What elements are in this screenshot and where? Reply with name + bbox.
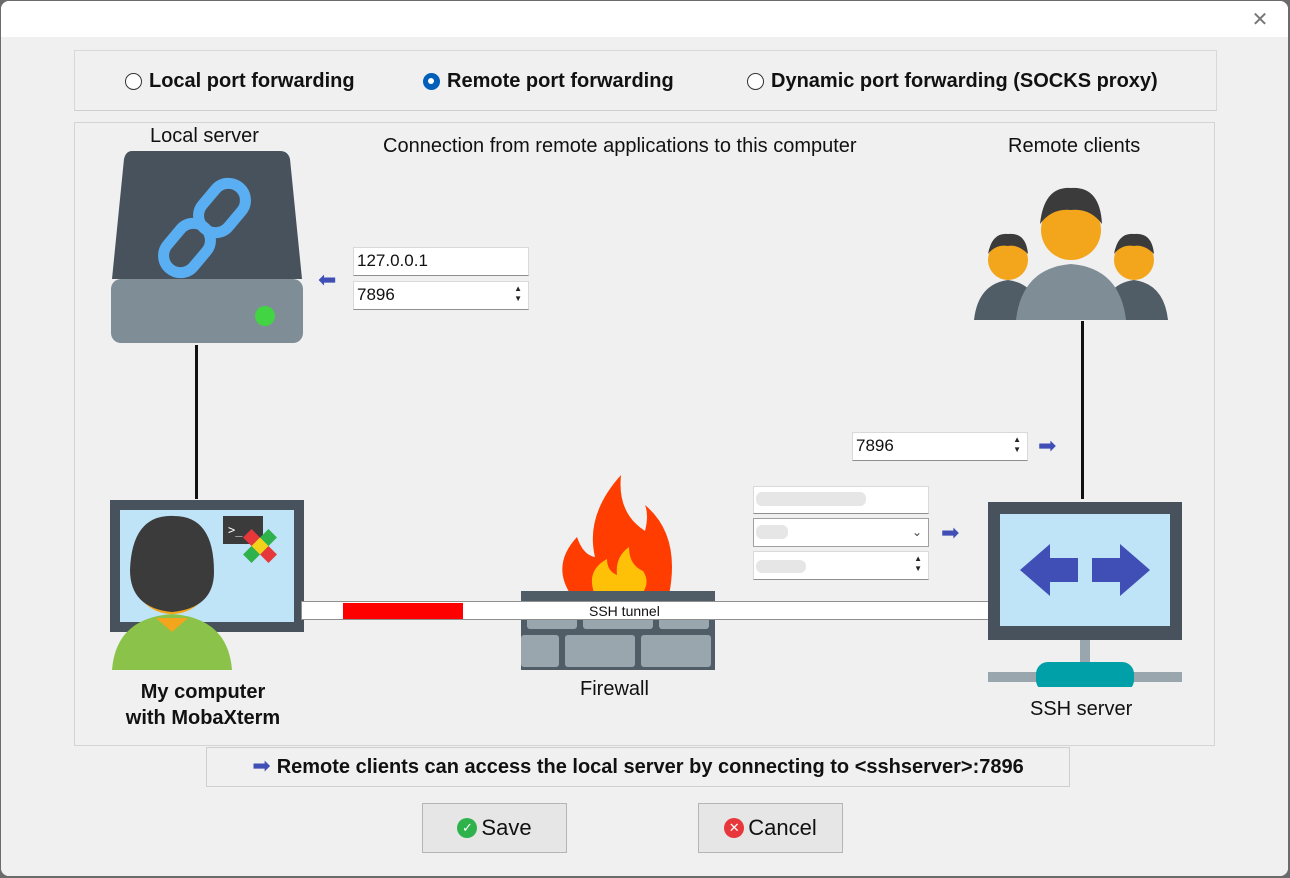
arrow-right-icon: ➡	[941, 521, 960, 546]
radio-dynamic-forwarding[interactable]: Dynamic port forwarding (SOCKS proxy)	[747, 70, 1158, 93]
arrow-right-icon: ➡	[252, 754, 271, 779]
ssh-server-host-input[interactable]	[753, 486, 929, 514]
my-computer-label-line2: with MobaXterm	[125, 707, 281, 729]
cancel-button-label: Cancel	[748, 815, 817, 840]
ssh-tunnel-label: SSH tunnel	[589, 603, 660, 619]
forwarding-diagram: Local server Connection from remote appl…	[74, 122, 1215, 746]
local-host-input[interactable]: 127.0.0.1	[353, 247, 529, 276]
ssh-user-select[interactable]: ⌄	[753, 518, 929, 547]
chevron-down-icon[interactable]: ⌄	[911, 525, 922, 539]
remote-clients-icon	[974, 187, 1168, 320]
remote-link-line	[1081, 321, 1084, 499]
my-computer-label-line1: My computer	[140, 681, 266, 703]
local-link-line	[195, 345, 198, 499]
radio-button-icon[interactable]	[747, 73, 764, 90]
radio-label: Dynamic port forwarding (SOCKS proxy)	[771, 70, 1158, 92]
radio-local-forwarding[interactable]: Local port forwarding	[125, 70, 355, 93]
arrow-right-icon: ➡	[1038, 434, 1057, 459]
status-message: Remote clients can access the local serv…	[276, 755, 1024, 778]
my-computer-icon: >_	[110, 500, 304, 670]
save-button[interactable]: ✓ Save	[422, 803, 567, 853]
ssh-server-label: SSH server	[1030, 698, 1133, 720]
connection-title: Connection from remote applications to t…	[383, 135, 857, 157]
ssh-server-icon	[988, 502, 1182, 687]
svg-text:>_: >_	[228, 523, 243, 537]
radio-button-selected-icon[interactable]	[423, 73, 440, 90]
local-server-icon	[111, 151, 303, 343]
radio-button-icon[interactable]	[125, 73, 142, 90]
local-server-label: Local server	[150, 125, 259, 147]
local-port-value: 7896	[357, 285, 395, 304]
ssh-tunnel-bar: SSH tunnel	[301, 601, 991, 620]
checkmark-icon: ✓	[457, 818, 478, 838]
remote-port-stepper[interactable]: 7896 ▲▼	[852, 432, 1028, 461]
forwarding-mode-group: Local port forwarding Remote port forwar…	[74, 50, 1217, 111]
radio-label: Local port forwarding	[149, 70, 355, 92]
firewall-label: Firewall	[580, 678, 649, 700]
cancel-button[interactable]: ✕ Cancel	[698, 803, 843, 853]
spinner-icon[interactable]: ▲▼	[1013, 435, 1021, 454]
spinner-icon[interactable]: ▲▼	[914, 554, 922, 573]
dialog-content: Local port forwarding Remote port forwar…	[1, 37, 1288, 876]
tunnel-segment	[343, 603, 463, 619]
title-bar: ✕	[1, 1, 1288, 37]
close-icon[interactable]: ✕	[1251, 7, 1269, 31]
remote-port-value: 7896	[856, 436, 894, 455]
radio-label: Remote port forwarding	[447, 70, 674, 92]
save-button-label: Save	[481, 815, 532, 840]
ssh-port-stepper[interactable]: ▲▼	[753, 551, 929, 580]
status-message-bar: ➡ Remote clients can access the local se…	[206, 747, 1070, 787]
arrow-left-icon: ⬅	[318, 268, 337, 293]
cancel-x-icon: ✕	[724, 818, 745, 838]
firewall-icon	[521, 475, 715, 670]
spinner-icon[interactable]: ▲▼	[514, 284, 522, 303]
remote-clients-label: Remote clients	[1008, 135, 1141, 157]
radio-remote-forwarding[interactable]: Remote port forwarding	[423, 70, 674, 93]
local-port-stepper[interactable]: 7896 ▲▼	[353, 281, 529, 310]
